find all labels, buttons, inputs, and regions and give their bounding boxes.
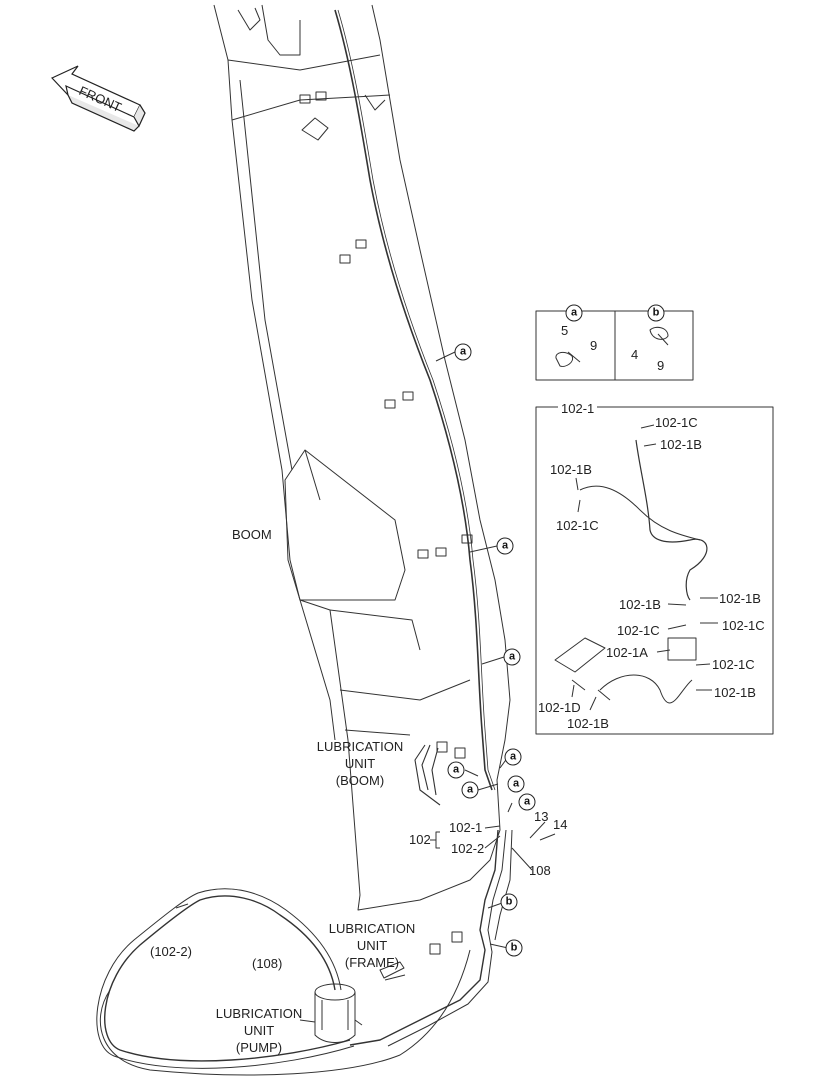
label-line: LUBRICATION (328, 921, 416, 936)
lub-unit-boom-label: LUBRICATION UNIT (BOOM) (317, 738, 403, 789)
front-arrow (50, 65, 146, 132)
detail-b-marker: b (647, 304, 665, 322)
inset-label: 102-1C (556, 518, 599, 533)
lub-unit-frame-label: LUBRICATION UNIT (FRAME) (329, 920, 415, 971)
detail-a-part-5: 5 (561, 323, 569, 338)
part-102-2: 102-2 (451, 841, 485, 856)
callout-a: a (504, 748, 522, 766)
callout-a: a (454, 343, 472, 361)
detail-a-box (535, 310, 616, 381)
callout-a: a (503, 648, 521, 666)
part-102-1: 102-1 (449, 820, 483, 835)
detail-b-part-4: 4 (631, 347, 639, 362)
inset-label: 102-1C (655, 415, 698, 430)
label-line: (BOOM) (335, 773, 385, 788)
callout-a: a (496, 537, 514, 555)
part-102: 102 (409, 832, 431, 847)
inset-label: 102-1B (550, 462, 592, 477)
lub-unit-pump-label: LUBRICATION UNIT (PUMP) (216, 1005, 302, 1056)
part-13: 13 (534, 809, 549, 824)
callout-a: a (461, 781, 479, 799)
part-108: 108 (529, 863, 551, 878)
boom-label: BOOM (232, 527, 272, 542)
label-line: UNIT (356, 938, 388, 953)
inset-label: 102-1A (606, 645, 648, 660)
detail-a-marker: a (565, 304, 583, 322)
label-line: (FRAME) (344, 955, 400, 970)
inset-label: 102-1C (617, 623, 660, 638)
grease-line (334, 9, 493, 791)
inset-label: 102-1B (719, 591, 761, 606)
callout-a: a (518, 793, 536, 811)
callout-a: a (447, 761, 465, 779)
callout-a: a (507, 775, 525, 793)
callout-b: b (505, 939, 523, 957)
inset-title: 102-1 (558, 402, 598, 415)
callout-b: b (500, 893, 518, 911)
detail-b-box (614, 310, 694, 381)
label-line: UNIT (344, 756, 376, 771)
inset-label: 102-1B (619, 597, 661, 612)
inset-label: 102-1C (712, 657, 755, 672)
inset-label: 102-1D (538, 700, 581, 715)
long-hose (104, 895, 351, 1062)
detail-a-part-9: 9 (590, 338, 598, 353)
part-14: 14 (553, 817, 568, 832)
label-line: (PUMP) (235, 1040, 283, 1055)
side-plate (284, 449, 406, 601)
inset-label: 102-1C (722, 618, 765, 633)
part-102-2-ref: (102-2) (150, 944, 192, 959)
part-108-ref: (108) (252, 956, 283, 971)
inset-label: 102-1B (660, 437, 702, 452)
inset-box (535, 406, 774, 735)
label-line: LUBRICATION (215, 1006, 303, 1021)
inset-label: 102-1B (567, 716, 609, 731)
detail-b-part-9: 9 (657, 358, 665, 373)
inset-label: 102-1B (714, 685, 756, 700)
label-line: UNIT (243, 1023, 275, 1038)
label-line: LUBRICATION (316, 739, 404, 754)
